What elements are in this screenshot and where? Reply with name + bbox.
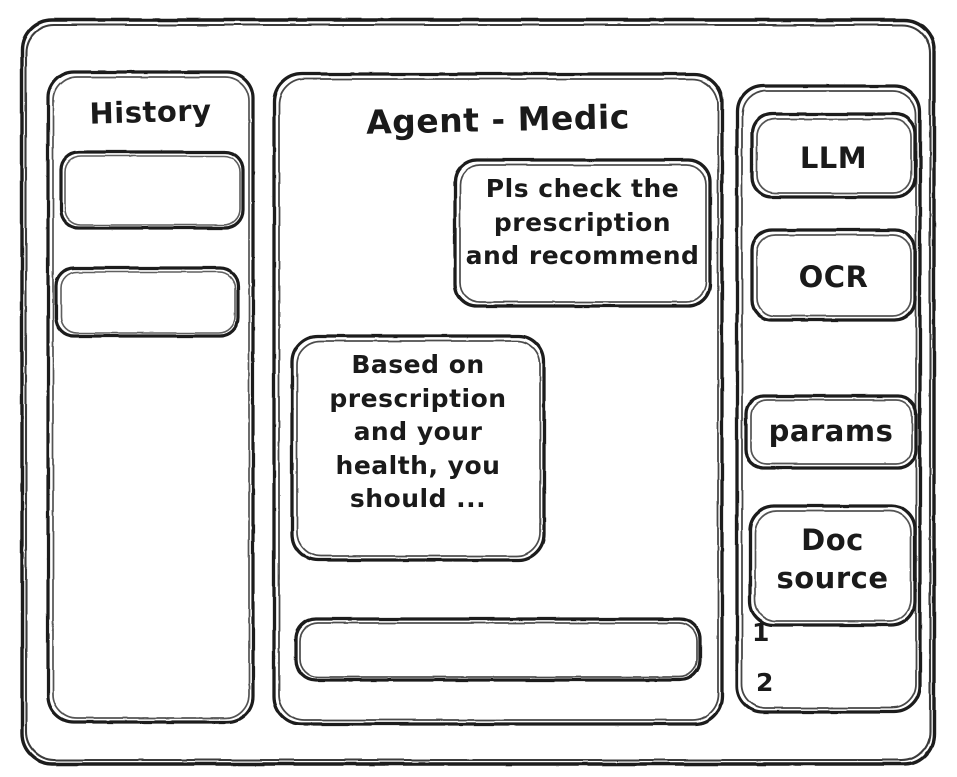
doc-source-button[interactable]: Doc source: [776, 523, 889, 595]
doc-source-item-1[interactable]: 1: [752, 618, 770, 647]
params-button[interactable]: params: [768, 414, 894, 448]
history-panel-title: History: [89, 93, 212, 131]
user-message-bubble: Pls check the prescription and recommend: [465, 174, 700, 270]
history-item[interactable]: [61, 152, 243, 228]
tool-button-llm[interactable]: LLM: [799, 141, 868, 175]
message-input[interactable]: [296, 619, 700, 680]
tool-button-ocr[interactable]: OCR: [798, 260, 869, 294]
history-item[interactable]: [56, 268, 238, 336]
doc-source-item-2[interactable]: 2: [756, 668, 774, 697]
agent-message-bubble: Based on prescription and your health, y…: [329, 350, 507, 513]
